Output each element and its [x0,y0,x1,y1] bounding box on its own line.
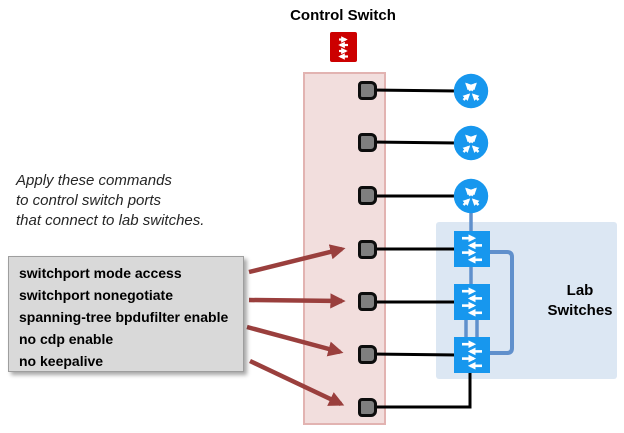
command-line: switchport mode access [19,265,182,281]
switch-port-4 [358,240,377,259]
lab-switch-icon-1 [454,231,490,267]
cable-port2-router2 [369,140,459,145]
lab-switch-icon-3 [454,337,490,373]
annotation-note: Apply these commands to control switch p… [16,171,204,231]
router-icon-3 [453,178,489,214]
command-arrow-port5 [248,293,346,309]
lab-switches-label-line: Lab [566,282,594,299]
command-line: no cdp enable [19,331,114,347]
link-labswitch1-labswitch3-bracket [489,250,514,355]
switch-port-1 [358,81,377,100]
annotation-note-line: that connect to lab switches. [16,212,205,229]
command-list-box: switchport mode access switchport nonego… [8,256,244,372]
router-icon-1 [453,73,489,109]
switch-port-5 [358,292,377,311]
switch-port-3 [358,186,377,205]
switch-port-2 [358,133,377,152]
cable-port7-labswitch3 [370,371,472,409]
router-icon-2 [453,125,489,161]
lab-switch-icon-2 [454,284,490,320]
diagram-title: Control Switch [290,7,396,24]
command-arrow-port4 [248,244,346,275]
command-line: no keepalive [19,353,104,369]
command-arrow-port7 [249,358,345,407]
switch-port-6 [358,345,377,364]
switch-port-7 [358,398,377,417]
command-line: switchport nonegotiate [19,287,173,303]
lab-switches-label: Lab Switches [524,281,624,321]
cable-port6-labswitch3 [369,352,459,357]
cable-port1-router1 [369,88,459,93]
lab-switches-label-line: Switches [547,302,613,319]
control-switch-icon [330,32,357,62]
annotation-note-line: Apply these commands [16,172,172,189]
command-arrow-port6 [246,324,344,357]
command-line: spanning-tree bpdufilter enable [19,309,229,325]
annotation-note-line: to control switch ports [16,192,162,209]
